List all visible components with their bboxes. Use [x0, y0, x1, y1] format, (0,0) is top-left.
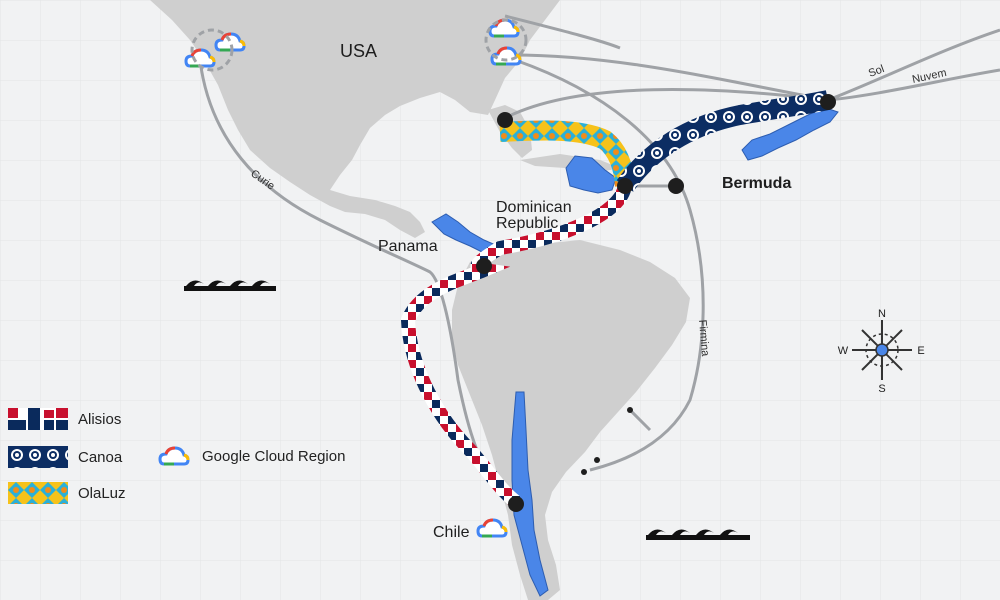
compass-e-label: E: [917, 345, 924, 357]
north-america-land: [150, 0, 560, 238]
label-firmina: Firmina: [696, 319, 711, 357]
cable-curie: [198, 59, 507, 499]
region-ring-east: [484, 18, 528, 62]
legend-label-alisios: Alisios: [78, 410, 122, 428]
legend-item-olaluz: OlaLuz: [8, 482, 126, 504]
compass-icon: [852, 320, 912, 380]
cable-canoa: [616, 90, 831, 192]
cable-olaluz: [499, 120, 635, 187]
dominican-republic-highlight: [565, 155, 617, 194]
node-dominican-republic: [617, 178, 633, 194]
label-panama: Panama: [378, 238, 438, 255]
compass-s-label: S: [878, 383, 885, 395]
legend-item-cloud-region: Google Cloud Region: [158, 444, 345, 468]
label-republic: Republic: [496, 215, 558, 232]
cable-nuvem: [827, 68, 1000, 102]
legend-label-olaluz: OlaLuz: [78, 484, 126, 502]
cable-nodes: [476, 94, 836, 512]
google-cloud-icon: [158, 446, 190, 466]
node-brazil-1: [627, 407, 633, 413]
bermuda-highlight: [741, 107, 839, 161]
label-usa: USA: [340, 41, 377, 61]
wave-icon: [184, 280, 276, 291]
legend-label-canoa: Canoa: [78, 448, 123, 466]
label-bermuda: Bermuda: [722, 175, 791, 192]
node-panama: [476, 258, 492, 274]
wave-icon: [646, 529, 750, 540]
legend-item-alisios: Alisios: [8, 408, 121, 430]
label-sol: Sol: [867, 63, 886, 80]
legend-item-canoa: Canoa: [8, 446, 122, 468]
node-brazil-3: [581, 469, 587, 475]
node-florida: [497, 112, 513, 128]
olaluz-swatch: [8, 482, 68, 504]
compass-w-label: W: [838, 345, 849, 357]
legend-label-cloud-region: Google Cloud Region: [202, 447, 346, 465]
legend: Alisios Canoa OlaLuz Google Cloud Region: [8, 408, 388, 508]
google-cloud-icon: [476, 518, 508, 538]
google-cloud-icon: [214, 32, 246, 52]
label-dominican: Dominican: [496, 199, 572, 216]
cable-firmina: [514, 58, 705, 472]
node-chile: [508, 496, 524, 512]
cable-sol: [504, 28, 1000, 120]
compass-n-label: N: [878, 308, 886, 320]
node-brazil-2: [594, 457, 600, 463]
cable-alisios: [400, 183, 632, 508]
region-ring-west: [190, 28, 234, 72]
label-chile: Chile: [433, 524, 470, 541]
node-bermuda: [820, 94, 836, 110]
node-dr-east: [668, 178, 684, 194]
google-cloud-icon: [184, 48, 216, 68]
alisios-swatch: [8, 408, 68, 430]
canoa-swatch: [8, 446, 68, 468]
